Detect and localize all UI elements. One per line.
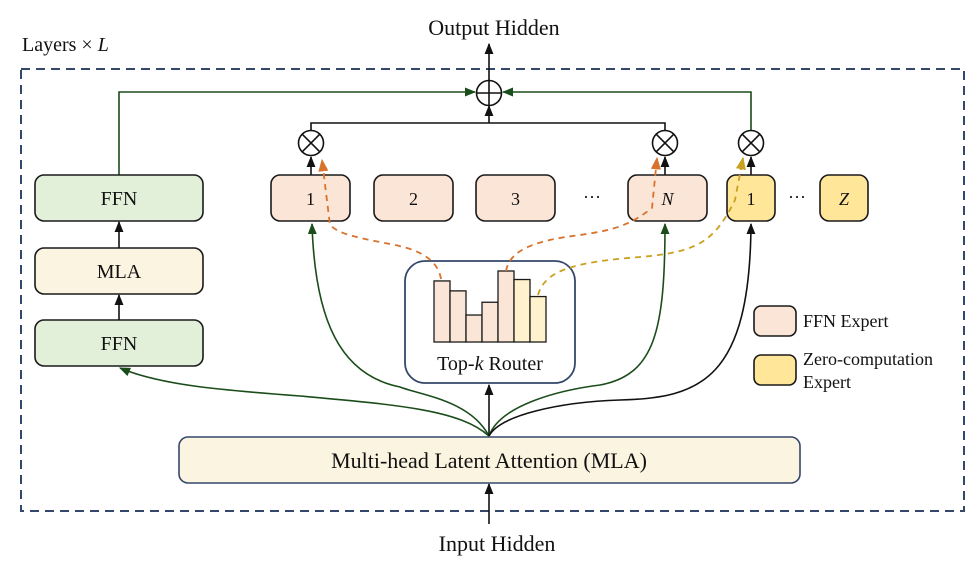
router-bar-7: [529, 295, 547, 343]
left-ffn-bottom-label: FFN: [101, 333, 138, 355]
router-bar-5: [497, 270, 515, 343]
route-to-expert-n: [505, 156, 661, 272]
output-hidden-label: Output Hidden: [428, 15, 559, 40]
mla-to-zero-1: [488, 222, 756, 437]
router-bar-1: [433, 280, 451, 343]
legend-zero-label: Zero-computation: [803, 349, 933, 369]
sum-node: [475, 79, 503, 107]
svg-text:N: N: [660, 189, 674, 209]
mla-to-expert-n: [488, 222, 670, 437]
zero-expert-z: Z: [819, 174, 869, 222]
legend-ffn-swatch: [753, 305, 797, 337]
mla-to-expert-1: [307, 222, 490, 437]
left-stack: FFN MLA FFN: [34, 174, 204, 367]
legend-zero-label-line2: Expert: [803, 372, 851, 392]
ffn-expert-n: N: [627, 174, 708, 222]
multiply-node-expert-1: [297, 129, 325, 157]
router-bar-4: [481, 301, 499, 343]
main-mla-block: [178, 436, 801, 484]
router-score-bars: [433, 270, 547, 343]
left-mla-label: MLA: [97, 261, 142, 283]
zero-branch-line: [501, 87, 752, 130]
layers-frame: [20, 68, 965, 512]
legend: FFN Expert Zero-computation Expert: [753, 305, 933, 392]
main-mla-label: Multi-head Latent Attention (MLA): [331, 448, 647, 473]
legend-ffn-label: FFN Expert: [803, 311, 889, 331]
zero-expert-1: 1: [726, 174, 776, 222]
mla-to-left-ffn: [118, 367, 490, 437]
multiply-node-zero-1: [737, 129, 765, 157]
svg-text:3: 3: [511, 189, 520, 209]
left-ffn-top-label: FFN: [101, 188, 138, 210]
legend-zero-swatch: [753, 354, 797, 386]
svg-text:1: 1: [747, 189, 756, 209]
layers-label: Layers × L: [22, 34, 109, 56]
router-bar-3: [465, 314, 483, 343]
ffn-experts-ellipsis: ···: [583, 187, 601, 207]
left-branch-line: [118, 87, 477, 177]
input-hidden-label: Input Hidden: [439, 531, 556, 556]
route-to-zero-1: [537, 156, 746, 296]
svg-text:1: 1: [306, 189, 315, 209]
svg-text:2: 2: [409, 189, 418, 209]
router-label: Top-k Router: [437, 353, 543, 375]
svg-text:Z: Z: [839, 189, 850, 209]
multiply-node-expert-n: [651, 129, 679, 157]
ffn-expert-1: 1: [270, 174, 351, 222]
ffn-expert-bus: [310, 122, 666, 130]
ffn-expert-3: 3: [475, 174, 556, 222]
router-bar-2: [449, 290, 467, 343]
router-bar-6: [513, 278, 531, 343]
ffn-expert-2: 2: [373, 174, 454, 222]
zero-experts-ellipsis: ···: [788, 187, 806, 207]
